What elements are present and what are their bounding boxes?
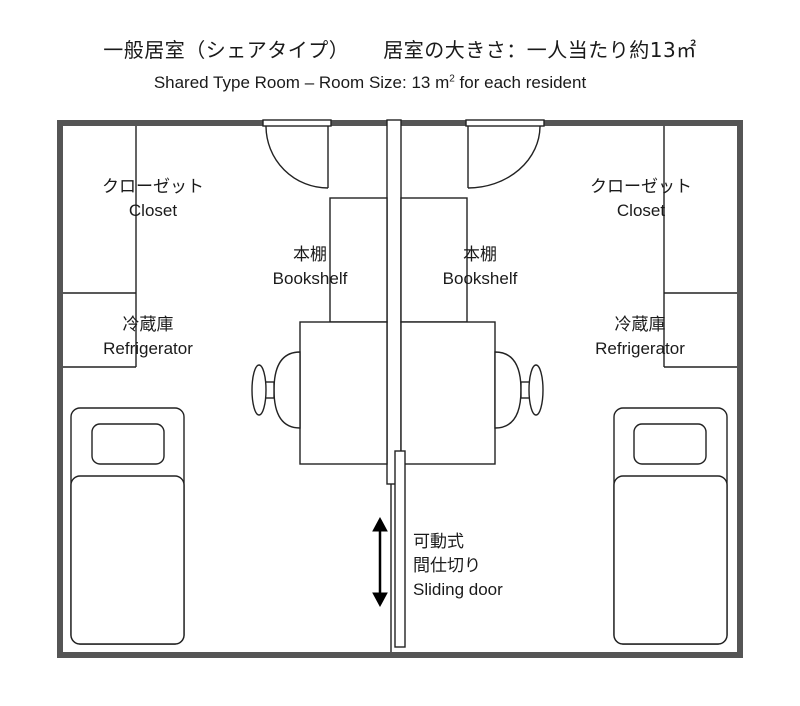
door-left [262,119,332,189]
closet-label-en: Closet [128,201,178,220]
center-partition [386,119,402,485]
title-english: Shared Type Room – Room Size: 13 m2 for … [0,73,740,93]
partition-label-jp-2: 間仕切り [413,556,481,575]
left-closet-outline [63,126,137,368]
bed-left [70,407,185,645]
chair-right [494,351,544,429]
partition-label-en: Sliding door [413,580,503,599]
sliding-door-label: 可動式 間仕切り Sliding door [413,530,503,602]
bookshelf-label-jp: 本棚 [463,245,497,264]
sliding-door [394,450,406,648]
sliding-direction-arrow [372,516,388,608]
fridge-label-en: Refrigerator [103,339,193,358]
fridge-label-left: 冷蔵庫 Refrigerator [88,313,208,361]
bookshelf-label-left: 本棚 Bookshelf [260,243,360,291]
bookshelf-left [329,197,388,323]
chair-left [251,351,301,429]
closet-label-en: Closet [616,201,666,220]
fridge-label-en: Refrigerator [595,339,685,358]
title-english-superscript: 2 [449,73,455,85]
door-right [465,119,545,189]
right-closet-outline [663,126,737,368]
bookshelf-label-en: Bookshelf [272,269,348,288]
title-japanese: 一般居室（シェアタイプ） 居室の大きさ：一人当たり約13㎡ [0,34,800,63]
closet-label-left: クローゼット Closet [98,175,208,223]
partition-label-jp-1: 可動式 [413,532,464,551]
fridge-label-jp: 冷蔵庫 [122,315,174,334]
desk-right [400,321,496,465]
fridge-label-right: 冷蔵庫 Refrigerator [580,313,700,361]
closet-label-jp: クローゼット [102,177,204,196]
closet-label-right: クローゼット Closet [586,175,696,223]
bookshelf-label-right: 本棚 Bookshelf [430,243,530,291]
bookshelf-right [400,197,468,323]
bookshelf-label-jp: 本棚 [293,245,327,264]
desk-left [299,321,388,465]
title-room-size: 居室の大きさ：一人当たり約13㎡ [383,38,697,62]
bed-right [613,407,728,645]
fridge-label-jp: 冷蔵庫 [614,315,666,334]
title-english-prefix: Shared Type Room – Room Size: 13 m [153,73,450,92]
bookshelf-label-en: Bookshelf [442,269,518,288]
closet-label-jp: クローゼット [590,177,692,196]
title-room-type: 一般居室（シェアタイプ） [103,38,350,62]
title-english-suffix: for each resident [454,73,587,92]
